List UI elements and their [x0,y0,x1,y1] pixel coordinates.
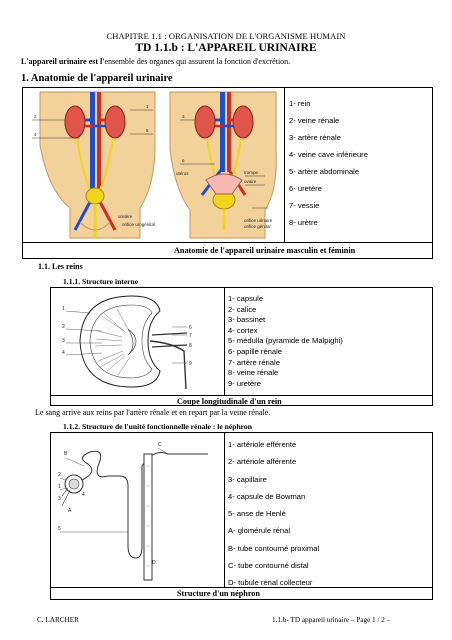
legend-item: 8- veine rénale [228,368,279,378]
legend-item: 1- capsule [228,294,264,303]
anatomy-legend: 1- rein 2- veine rénale 3- artère rénale… [289,100,368,236]
kidney-table [50,287,433,406]
svg-text:trompe: trompe [244,170,259,175]
svg-text:utérus: utérus [176,171,189,176]
svg-text:4: 4 [82,492,85,498]
svg-text:D: D [152,560,156,566]
nephron-figure: B 2 1 3A 5 C D 4 [58,442,208,581]
svg-text:1: 1 [62,306,65,312]
legend-item: 5- anse de Henlé [228,509,286,519]
legend-item: 5- médulla (pyramide de Malpighi) [228,336,343,346]
svg-text:B: B [64,451,68,457]
legend-item: 2- calice [228,304,257,314]
legend-item: 8- urètre [289,218,318,227]
svg-text:2: 2 [62,324,65,330]
kidney-table-divider [224,287,225,395]
svg-text:1: 1 [146,104,149,109]
nephron-legend: 1- artériole efférente 2- artériole affé… [228,441,319,597]
svg-text:4: 4 [34,132,37,137]
legend-item: 9- uretère [228,378,261,388]
svg-text:2: 2 [34,114,37,119]
legend-item: 2- veine rénale [289,116,340,125]
legend-item: 3- bassinet [228,315,266,325]
svg-text:3: 3 [58,496,61,502]
page-title: TD 1.1.b : L'APPAREIL URINAIRE [135,42,317,54]
legend-item: 3- capillaire [228,474,267,484]
nephron-table [50,432,433,600]
blood-flow-text: Le sang arrive aux reins par l'artère ré… [35,408,271,417]
footer-page: 1.1.b- TD appareil urinaire – Page 1 / 2… [272,616,391,624]
svg-text:8: 8 [189,343,192,349]
intro-text: L'appareil urinaire est l'ensemble des o… [21,57,290,66]
section-1-1-1-heading: 1.1.1. Structure interne [63,277,139,286]
svg-text:orifice urogénital: orifice urogénital [122,222,155,227]
legend-item: 1- artériole efférente [228,440,297,449]
intro-rest: ensemble des organes qui assurent la fon… [104,57,291,66]
svg-text:4: 4 [62,350,65,356]
anatomy-caption: Anatomie de l'appareil urinaire masculin… [174,246,356,255]
urinary-anatomy-figure: 2 4 1 5 3 6 utérus trompe ovaire orifice ur… [30,90,278,240]
nephron-table-divider [224,432,225,587]
svg-text:3: 3 [182,114,185,119]
kidney-legend: 1- capsule 2- calice 3- bassinet 4- cort… [228,294,343,389]
legend-item: 6- papille rénale [228,346,283,356]
kidney-caption: Coupe longitudinale d'un rein [177,397,282,406]
section-1-heading: 1. Anatomie de l'appareil urinaire [21,73,173,84]
kidney-caption-line [50,395,433,396]
legend-item: 6- uretère [289,184,322,193]
legend-item: 4- capsule de Bowman [228,491,306,501]
anatomy-caption-line [22,242,433,243]
nephron-caption: Structure d'un néphron [177,589,260,598]
anatomy-table [22,87,433,259]
section-1-1-2-heading: 1.1.2. Structure de l'unité fonctionnell… [63,422,252,431]
legend-item: 1- rein [289,99,311,108]
legend-item: C- tube contourné distal [228,561,309,571]
section-1-1-heading: 1.1. Les reins [38,262,83,271]
svg-text:6: 6 [182,158,185,163]
svg-text:2: 2 [58,472,61,478]
chapter-header: CHAPITRE 1.1 : ORGANISATION DE L'ORGANIS… [106,31,346,41]
svg-text:9: 9 [189,361,192,367]
anatomy-table-divider [284,87,285,242]
intro-bold: L'appareil urinaire est l' [21,57,105,66]
svg-text:uretère: uretère [118,214,133,219]
svg-text:7: 7 [189,333,192,339]
svg-text:C: C [158,442,162,448]
svg-text:A: A [68,508,72,514]
legend-item: 3- artère rénale [289,133,341,142]
legend-item: 4- cortex [228,325,258,335]
svg-text:5: 5 [146,128,149,133]
svg-text:6: 6 [189,325,192,331]
svg-text:orifice génital: orifice génital [244,224,271,229]
legend-item: 4- veine cave inférieure [289,150,368,159]
svg-text:3: 3 [62,338,65,344]
legend-item: 5- artère abdominale [289,167,360,176]
legend-item: D- tubule rénal collecteur [228,578,313,588]
svg-text:1: 1 [58,484,61,490]
svg-text:orifice urinaire: orifice urinaire [244,218,273,223]
legend-item: 7- artère rénale [228,357,280,367]
footer-author: C. LARCHER [37,616,79,624]
legend-item: 2- artériole afférente [228,457,297,467]
legend-item: A- glomérule rénal [228,526,291,536]
svg-text:5: 5 [58,526,61,532]
nephron-caption-line [50,587,433,588]
kidney-section-figure: 1 2 3 4 6 7 8 9 [62,295,192,390]
svg-text:ovaire: ovaire [244,179,257,184]
legend-item: 7- vessie [289,201,320,210]
legend-item: B- tube contourné proximal [228,543,320,553]
